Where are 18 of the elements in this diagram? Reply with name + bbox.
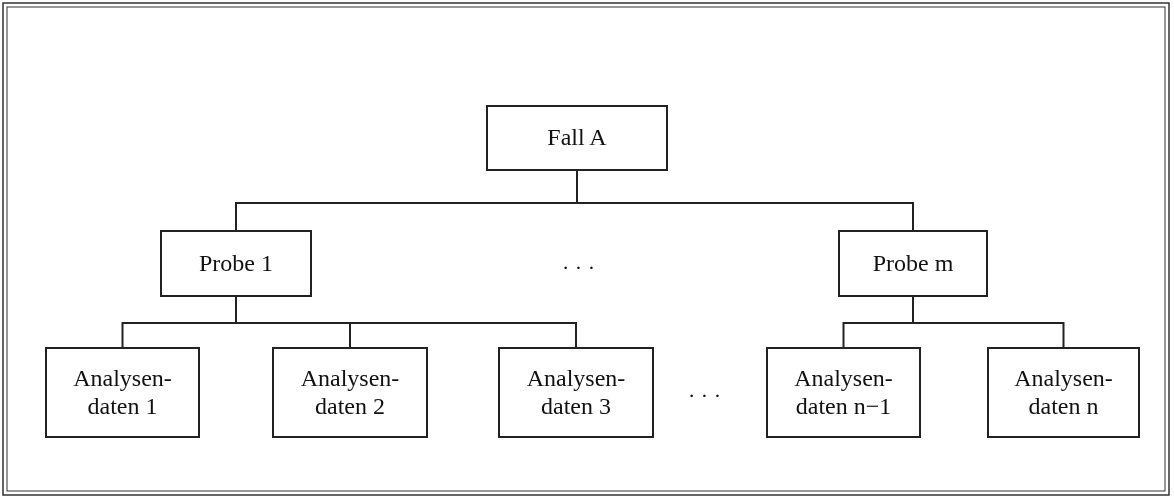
tree-box — [987, 347, 1140, 438]
node-text: Analysen- daten n−1 — [793, 364, 894, 421]
node-text: Analysen- daten 2 — [299, 364, 401, 421]
node-text: Probe m — [872, 249, 954, 278]
tree-box — [45, 347, 200, 438]
node-text: Analysen- daten 3 — [525, 364, 627, 421]
tree-box — [498, 347, 654, 438]
node-text: Fall A — [547, 124, 607, 152]
node-text: Analysen- daten n — [1013, 364, 1114, 421]
tree-box — [272, 347, 428, 438]
tree-box — [486, 105, 668, 171]
ellipsis-text: · · · — [562, 255, 595, 281]
ellipsis-text: · · · — [688, 383, 721, 409]
tree-box — [160, 230, 312, 297]
tree-box — [766, 347, 921, 438]
tree-box — [838, 230, 988, 297]
node-text: Analysen- daten 1 — [72, 364, 173, 421]
node-text: Probe 1 — [199, 249, 273, 278]
